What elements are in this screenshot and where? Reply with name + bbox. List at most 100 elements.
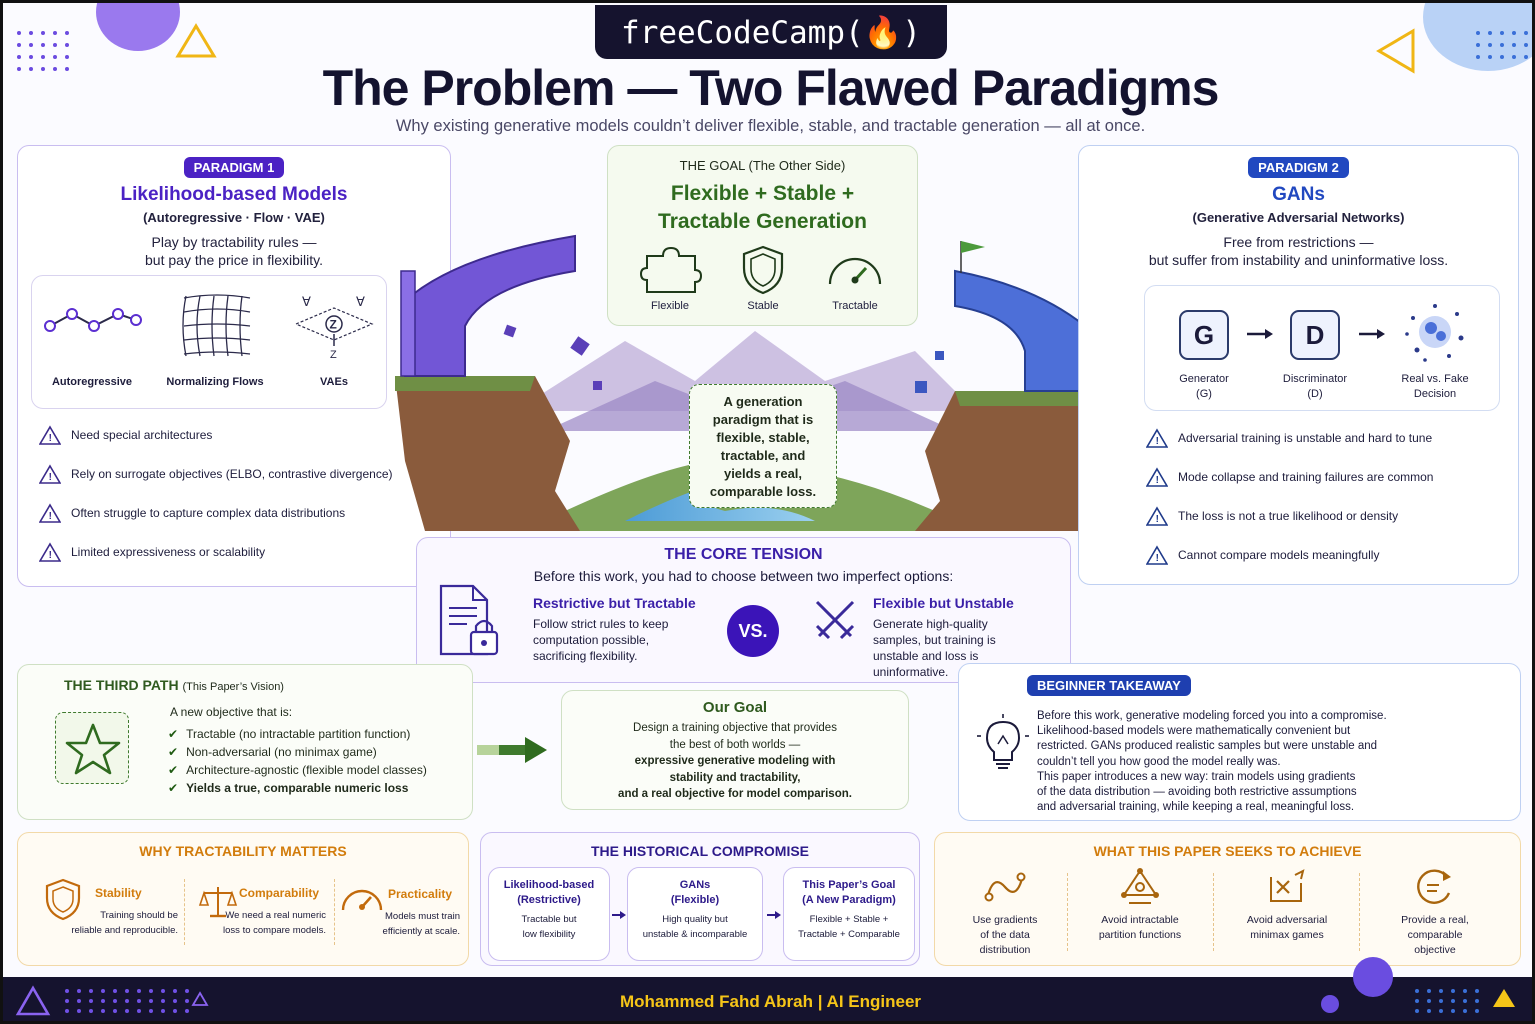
- our-goal-line: stability and tractability,: [669, 771, 801, 784]
- svg-text:!: !: [49, 472, 52, 483]
- gauge-icon: [828, 257, 882, 285]
- seeks-item-4: Provide a real, comparable objective: [1379, 913, 1491, 958]
- divider: [184, 879, 185, 945]
- history-box-desc: Tractable + Comparable: [798, 929, 900, 940]
- goal-tractable-label: Tractable: [832, 300, 878, 312]
- seeks-line: objective: [1414, 944, 1456, 956]
- divider: [1359, 873, 1360, 951]
- footer-bar: Mohammed Fahd Abrah | AI Engineer: [3, 957, 1532, 1021]
- takeaway-card: BEGINNER TAKEAWAY Before this work, gene…: [958, 663, 1521, 821]
- third-path-list: ✔Tractable (no intractable partition fun…: [168, 725, 427, 797]
- gan-diagram-panel: G D Generator (G) Discriminator (D) Real…: [1144, 285, 1500, 411]
- generator-label: Generator: [1179, 373, 1229, 385]
- our-goal-line: the best of both worlds —: [669, 738, 801, 751]
- vs-badge: VS.: [727, 605, 779, 657]
- restrictive-line: computation possible,: [533, 633, 650, 647]
- issue-text: Often struggle to capture complex data d…: [71, 506, 346, 520]
- svg-text:!: !: [49, 550, 52, 561]
- history-box-title: (Flexible): [670, 894, 720, 906]
- why-line: loss to compare models.: [223, 925, 326, 936]
- restrictive-title: Restrictive but Tractable: [533, 595, 696, 611]
- our-goal-desc: Design a training objective that provide…: [562, 720, 908, 803]
- goal-heading: Tractable Generation: [658, 210, 867, 233]
- why-comparability-desc: We need a real numeric loss to compare m…: [216, 908, 326, 938]
- arrow-right-icon: [767, 911, 781, 919]
- third-path-title-suffix: (This Paper’s Vision): [182, 681, 284, 693]
- history-box-gans: GANs (Flexible) High quality but unstabl…: [627, 867, 763, 961]
- history-box-title: (Restrictive): [517, 894, 581, 906]
- page-title: The Problem — Two Flawed Paradigms: [322, 60, 1220, 116]
- takeaway-line: Before this work, generative modeling fo…: [1037, 710, 1387, 722]
- paradigm2-tagline: but suffer from instability and uninform…: [1148, 252, 1449, 268]
- svg-text:!: !: [49, 511, 52, 522]
- third-path-title: THE THIRD PATH (This Paper’s Vision): [64, 677, 284, 693]
- seeks-item-1: Use gradients of the data distribution: [955, 913, 1055, 958]
- warning-icon: !: [1146, 545, 1168, 565]
- restrictive-line: sacrificing flexibility.: [533, 649, 638, 663]
- takeaway-text: Before this work, generative modeling fo…: [1037, 709, 1387, 815]
- flexible-line: samples, but training is: [873, 633, 996, 647]
- seeks-line: distribution: [979, 944, 1031, 956]
- svg-text:!: !: [1156, 514, 1159, 525]
- shield-icon: [45, 878, 81, 921]
- takeaway-line: and adversarial training, while keeping …: [1037, 801, 1355, 814]
- note-line: A generation: [723, 394, 803, 409]
- our-goal-title: Our Goal: [702, 699, 768, 716]
- restrictive-desc: Follow strict rules to keep computation …: [533, 616, 668, 664]
- seeks-item-2: Avoid intractable partition functions: [1075, 913, 1205, 943]
- decision-label: Real vs. Fake: [1401, 373, 1469, 385]
- svg-text:∀: ∀: [356, 294, 365, 309]
- flexible-title: Flexible but Unstable: [873, 595, 1014, 611]
- paradigm1-tagline: but pay the price in flexibility.: [145, 252, 323, 268]
- check-item: ✔Yields a true, comparable numeric loss: [168, 779, 427, 797]
- goal-card: THE GOAL (The Other Side) Flexible + Sta…: [607, 145, 918, 326]
- paradigm2-badge: PARADIGM 2: [1248, 157, 1349, 178]
- paradigm1-sub: (Autoregressive · Flow · VAE): [143, 210, 325, 225]
- crossed-swords-icon: [815, 600, 855, 640]
- why-line: efficiently at scale.: [382, 926, 460, 937]
- history-box-title: (A New Paradigm): [802, 894, 896, 906]
- issue-text: Mode collapse and training failures are …: [1178, 470, 1434, 484]
- divider: [1213, 873, 1214, 951]
- svg-text:!: !: [1156, 436, 1159, 447]
- autoregressive-label: Autoregressive: [51, 376, 133, 388]
- paradigm2-sub: (Generative Adversarial Networks): [1192, 210, 1405, 225]
- why-line: We need a real numeric: [225, 910, 326, 921]
- svg-text:Z: Z: [330, 318, 337, 332]
- seeks-item-3: Avoid adversarial minimax games: [1225, 913, 1349, 943]
- history-card: THE HISTORICAL COMPROMISE Likelihood-bas…: [480, 832, 920, 966]
- warning-icon: !: [1146, 428, 1168, 448]
- issue-text: Rely on surrogate objectives (ELBO, cont…: [71, 467, 393, 481]
- seeks-title: WHAT THIS PAPER SEEKS TO ACHIEVE: [1093, 843, 1362, 859]
- our-goal-line: expressive generative modeling with: [634, 755, 836, 767]
- paradigm2-tagline: Free from restrictions —: [1223, 234, 1374, 250]
- triangle-icon: [191, 991, 209, 1006]
- triangle-icon: [1493, 989, 1515, 1007]
- note-line: flexible, stable,: [716, 430, 810, 445]
- warning-icon: !: [1146, 506, 1168, 526]
- why-line: Training should be: [100, 910, 178, 921]
- brand-logo: freeCodeCamp(🔥): [595, 5, 947, 59]
- star-frame: [55, 712, 129, 784]
- decor-dots-top-left: [17, 31, 69, 71]
- flexible-line: Generate high-quality: [873, 617, 988, 631]
- takeaway-line: of the data distribution — avoiding both…: [1037, 786, 1357, 799]
- issue-item: ! Rely on surrogate objectives (ELBO, con…: [39, 462, 439, 486]
- arrow-right-icon: [1247, 329, 1273, 339]
- third-path-intro: A new objective that is:: [170, 705, 293, 719]
- history-box-title: GANs: [679, 879, 711, 891]
- third-path-card: THE THIRD PATH (This Paper’s Vision) A n…: [17, 664, 473, 820]
- goal-stable-label: Stable: [747, 300, 779, 312]
- decor-dots-footer-right: [1415, 989, 1479, 1013]
- decor-dots-footer: [65, 989, 189, 1013]
- decor-circle-top-left: [96, 3, 180, 51]
- seeks-line: Provide a real,: [1401, 914, 1469, 926]
- why-practicality-desc: Models must train efficiently at scale.: [346, 909, 460, 939]
- our-goal-card: Our Goal Design a training objective tha…: [561, 690, 909, 810]
- why-practicality-title: Practicality: [388, 887, 453, 901]
- note-line: tractable, and: [720, 448, 806, 463]
- svg-text:!: !: [1156, 553, 1159, 564]
- issue-item: !Mode collapse and training failures are…: [1146, 465, 1506, 489]
- issue-item: !Limited expressiveness or scalability: [39, 540, 439, 564]
- triangle-icon: [175, 23, 217, 58]
